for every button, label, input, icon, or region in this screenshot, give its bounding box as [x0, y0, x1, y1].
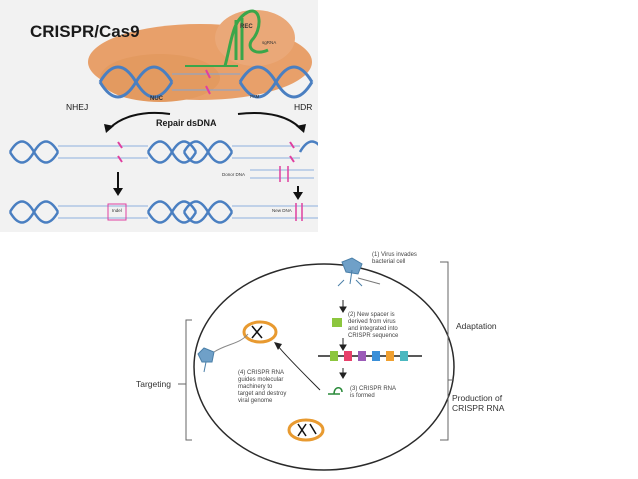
hdr-down-arrowhead — [293, 192, 303, 200]
hdr-cut-pairs — [232, 145, 300, 159]
cas-scissors — [251, 325, 263, 339]
crispr-array — [330, 351, 408, 361]
donor-insert — [279, 166, 289, 182]
repair-label: Repair dsDNA — [156, 118, 217, 128]
indel-box — [107, 203, 127, 221]
adaptation-label: Adaptation — [456, 321, 497, 331]
step1-text: (1) Virus invades bacterial cell — [372, 252, 417, 265]
process-arrows — [339, 300, 347, 379]
nhej-cut-marks — [117, 141, 123, 163]
figure-title: CRISPR/Cas9 — [30, 22, 140, 41]
crispr-immunity-illustration — [178, 257, 455, 471]
nhej-repaired-pairs — [58, 205, 148, 219]
crispr-immunity-figure: (1) Virus invades bacterial cell (2) New… — [0, 240, 638, 479]
nhej-cut-pairs — [58, 145, 148, 159]
nhej-repaired-dna — [8, 200, 198, 224]
nhej-cut-dna — [8, 140, 198, 164]
pam-label: PAM — [250, 94, 260, 99]
nhej-label: NHEJ — [66, 102, 89, 112]
new-dna-insert — [295, 203, 303, 221]
idle-cas-complex — [287, 418, 325, 442]
donor-dna-label: Donor DNA — [222, 172, 246, 177]
indel-label: Indel — [112, 208, 122, 213]
phage-left — [197, 347, 215, 373]
hdr-cut-dna — [182, 140, 318, 164]
targeting-label: Targeting — [136, 379, 171, 389]
targeting-arrowhead — [274, 342, 282, 350]
idle-scissors — [297, 423, 317, 437]
hdr-arrowhead — [296, 124, 306, 133]
crispr-cas9-figure: CRISPR/Cas9 NHEJ HDR Repair dsDNA REC NU… — [0, 0, 318, 232]
step4-text: (4) CRISPR RNA guides molecular machiner… — [238, 370, 287, 404]
target-dna-helix — [98, 65, 314, 99]
nuc-label: NUC — [150, 96, 163, 102]
donor-dna — [250, 169, 314, 179]
targeting-arrow — [277, 345, 321, 391]
targeting-complex — [242, 320, 278, 344]
right-bracket — [440, 261, 449, 441]
step3-text: (3) CRISPR RNA is formed — [350, 386, 397, 399]
cut-site-marks — [205, 69, 211, 95]
dna-base-pairs — [172, 73, 240, 91]
phage-top — [337, 257, 363, 287]
hdr-cut-marks — [289, 141, 295, 163]
rec-label: REC — [240, 24, 253, 30]
sgrna-structure — [223, 9, 269, 67]
nhej-down-arrowhead — [113, 188, 123, 196]
left-bracket — [185, 319, 192, 441]
nhej-arrowhead — [104, 124, 114, 133]
new-spacer — [332, 318, 342, 327]
crispr-cas9-illustration — [8, 9, 318, 224]
pathway-arrows — [109, 112, 301, 129]
hdr-label: HDR — [294, 102, 313, 112]
sgrna-label: sgRNA — [262, 40, 277, 45]
viral-dna-strand — [357, 277, 381, 285]
crispr-rna — [328, 387, 343, 395]
hdr-repaired-dna — [182, 200, 234, 224]
injected-viral-dna — [213, 333, 249, 353]
hdr-repaired-pairs — [232, 205, 318, 219]
new-dna-label: New DNA — [272, 208, 292, 213]
production-label: Production of CRISPR RNA — [452, 393, 505, 413]
bacterial-cell — [193, 263, 455, 471]
step2-text: (2) New spacer is derived from virus and… — [348, 312, 399, 339]
